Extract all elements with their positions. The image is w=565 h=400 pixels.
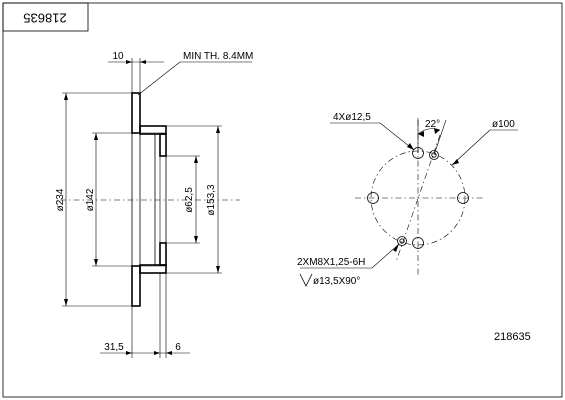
angle-callout: 22° [417, 118, 447, 156]
thickness-value: 10 [112, 51, 124, 62]
dim-center-bore: ø62,5 [166, 155, 200, 244]
hat-wall-upper [139, 125, 167, 135]
thread-hole-lower-inner [399, 238, 405, 244]
thread-label: 2XM8X1,25-6H [297, 257, 365, 268]
hub-diameter-value: ø153,3 [206, 184, 217, 216]
bolt-hole-label: 4Xø12,5 [333, 112, 371, 123]
pcd-callout: ø100 [451, 119, 518, 166]
thread-callout: 2XM8X1,25-6H ø13,5X90° [297, 243, 400, 287]
hat-wall-lower [139, 264, 167, 274]
pcd-label: ø100 [492, 119, 515, 130]
angle-label: 22° [425, 119, 440, 130]
countersink-icon [299, 273, 313, 287]
dim-outer-diameter: ø234 [55, 92, 132, 307]
thread-hole-lower [397, 236, 407, 246]
thread-hole-upper [429, 150, 439, 160]
hub-height-value: 6 [175, 342, 181, 353]
dim-friction-inner: ø142 [85, 132, 132, 267]
dim-thickness: 10 [108, 51, 164, 93]
bolt-hole-bottom [412, 237, 424, 249]
center-bore-value: ø62,5 [184, 187, 195, 213]
dim-heights: 31,5 6 [100, 273, 190, 358]
hat-flange-lower [159, 242, 167, 266]
part-number-rotated: 218635 [23, 11, 66, 26]
bolt-hole-right [457, 192, 469, 204]
friction-ring-upper [131, 92, 141, 134]
bolt-hole-callout: 4Xø12,5 [330, 112, 415, 151]
disc-section-view [60, 92, 240, 307]
min-thickness-label: MIN TH. 8.4MM [183, 51, 253, 62]
dim-hub-diameter: ø153,3 [166, 125, 222, 274]
friction-ring-lower [131, 265, 141, 307]
friction-inner-value: ø142 [85, 188, 96, 211]
title-box [2, 2, 89, 32]
part-number: 218635 [494, 331, 531, 343]
min-thickness-callout: MIN TH. 8.4MM [137, 51, 253, 96]
outer-diameter-value: ø234 [55, 188, 66, 211]
hat-flange-upper [159, 133, 167, 157]
bolt-hole-left [367, 192, 379, 204]
countersink-label: ø13,5X90° [313, 276, 360, 287]
front-view [355, 120, 485, 275]
total-height-value: 31,5 [104, 342, 124, 353]
